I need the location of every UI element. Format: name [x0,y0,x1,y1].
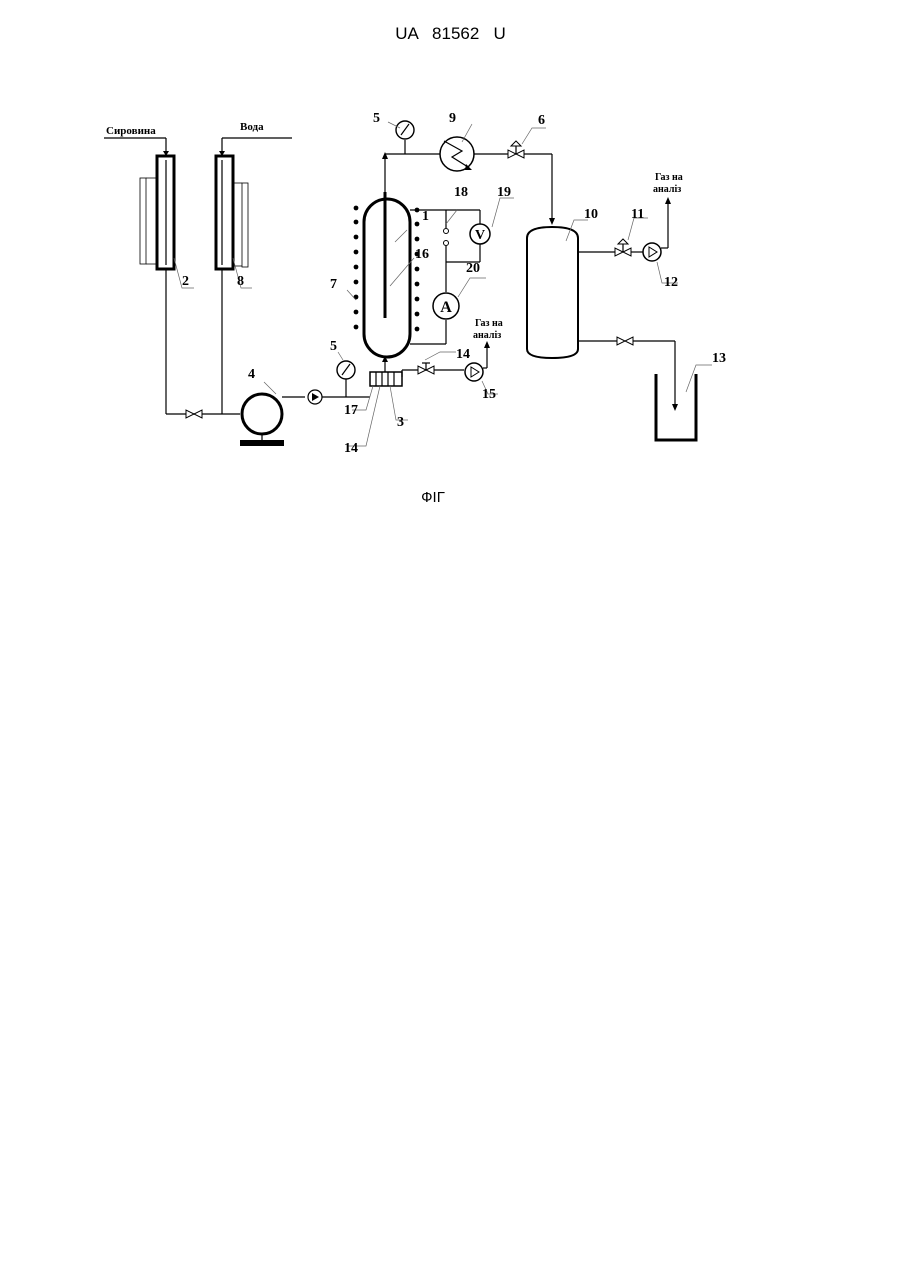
label-1: 1 [422,209,429,224]
pressure-gauge-top-icon [396,121,414,154]
label-14-bottom: 14 [344,441,358,456]
water-label: Вода [240,121,264,133]
voltmeter-icon: V [470,224,490,244]
pump-icon [240,394,305,446]
gas-valve-top-icon [615,239,643,256]
pressure-gauge-icon [337,361,355,397]
gas-valve-mid-icon [418,363,434,374]
label-11: 11 [631,207,644,222]
svg-text:A: A [440,299,452,316]
gas-analysis-mid-label-line1: Газ на [475,318,503,329]
separator-vessel [527,227,617,358]
label-5-lower: 5 [330,339,337,354]
ammeter-icon: A [433,293,459,319]
feed-tank-raw-material [104,138,174,269]
label-13: 13 [712,351,726,366]
label-12: 12 [664,275,678,290]
label-7: 7 [330,277,337,292]
feed-valve-icon [186,410,202,418]
gas-analysis-top-label-line2: аналіз [653,184,681,195]
label-5-top: 5 [373,111,380,126]
gas-analysis-mid-label-line2: аналіз [473,330,501,341]
label-3: 3 [397,415,404,430]
process-flow-diagram: V A [0,0,901,480]
label-10: 10 [584,207,598,222]
label-20: 20 [466,261,480,276]
label-6: 6 [538,113,545,128]
mixer-block [370,356,402,386]
electrical-circuit [410,210,480,344]
label-18: 18 [454,185,468,200]
figure-caption: ФІГ [0,489,866,506]
label-19: 19 [497,185,511,200]
label-4: 4 [248,367,255,382]
label-16: 16 [415,247,429,262]
liquid-valve-icon [617,337,678,411]
top-valve-icon [508,141,555,225]
svg-text:V: V [475,228,485,243]
check-valve-icon [308,390,370,404]
label-2: 2 [182,274,189,289]
raw-material-label: Сировина [106,125,156,137]
label-14-right: 14 [456,347,470,362]
label-15: 15 [482,387,496,402]
water-tank [216,138,292,269]
label-8: 8 [237,274,244,289]
gas-pump-top-icon [643,197,671,261]
heat-exchanger-icon [440,137,510,171]
label-17: 17 [344,403,358,418]
label-9: 9 [449,111,456,126]
gas-analysis-top-label-line1: Газ на [655,172,683,183]
